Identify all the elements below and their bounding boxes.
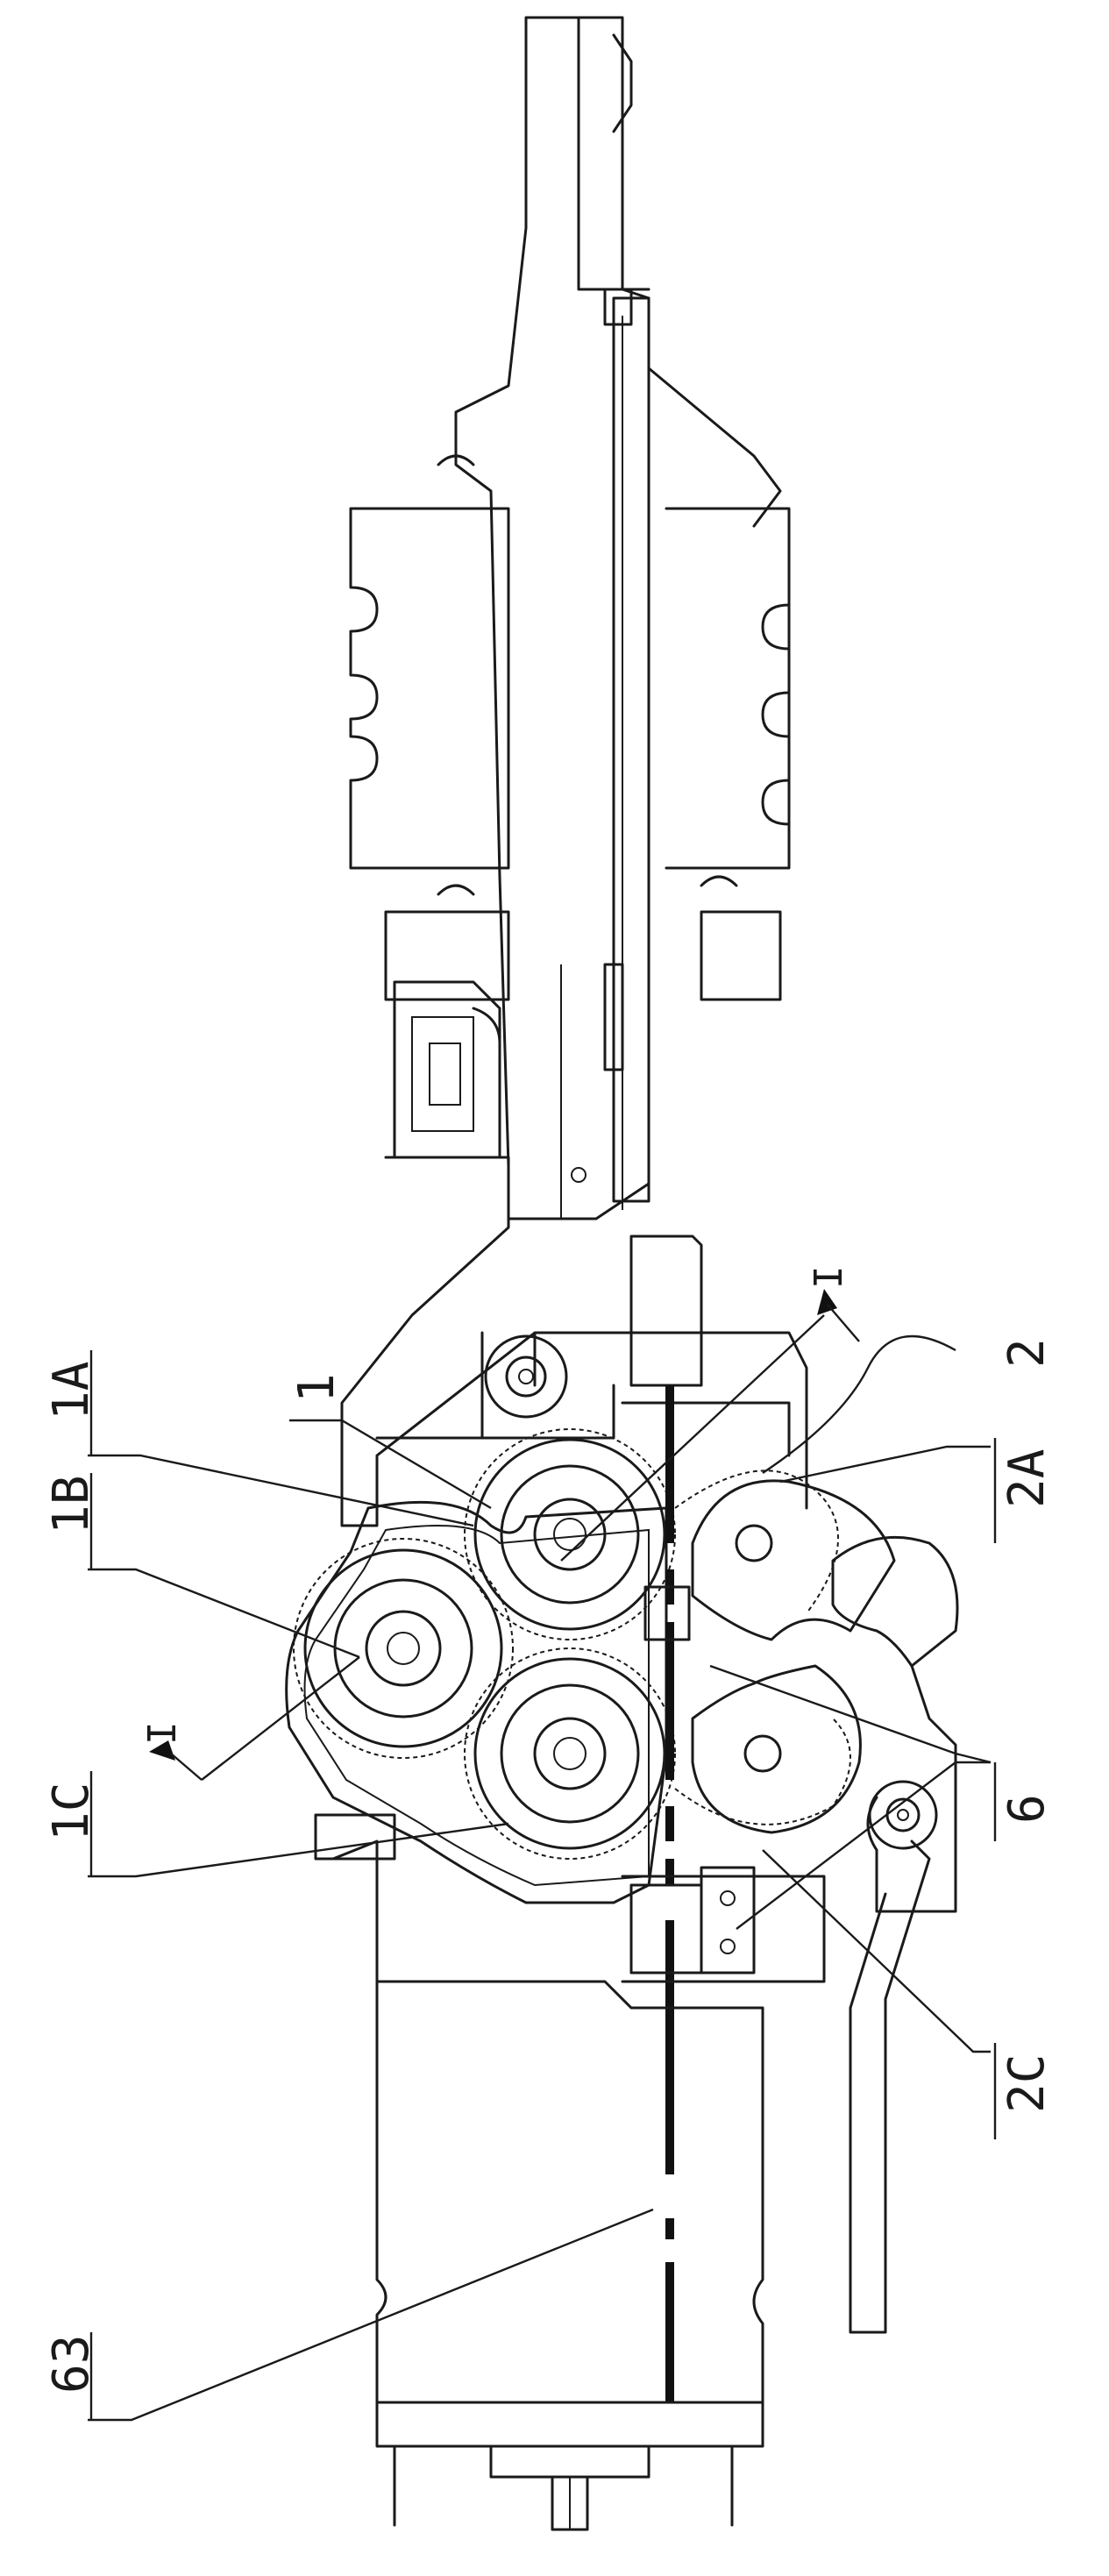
label-6: 6 xyxy=(999,1794,1056,1824)
label-2C: 2C xyxy=(999,2054,1056,2113)
gear-1A xyxy=(465,1429,675,1640)
leader-lines xyxy=(88,1289,991,2420)
pivot-upper xyxy=(486,1336,566,1417)
notched-block xyxy=(351,456,789,894)
motor-body xyxy=(316,1815,763,2530)
label-2A: 2A xyxy=(999,1449,1056,1508)
top-housing xyxy=(456,18,780,1219)
wire-63 xyxy=(631,1236,701,2402)
cam-gear-2A xyxy=(675,1470,894,1640)
section-mark-top: I xyxy=(807,1266,851,1290)
latch-section xyxy=(386,912,780,1157)
section-mark-bottom: I xyxy=(140,1722,185,1746)
gear-housing xyxy=(287,1502,666,1903)
body-frame xyxy=(342,1157,807,1526)
label-2: 2 xyxy=(999,1338,1056,1368)
label-1: 1 xyxy=(288,1373,345,1403)
cam-gear-2C xyxy=(675,1666,860,1832)
